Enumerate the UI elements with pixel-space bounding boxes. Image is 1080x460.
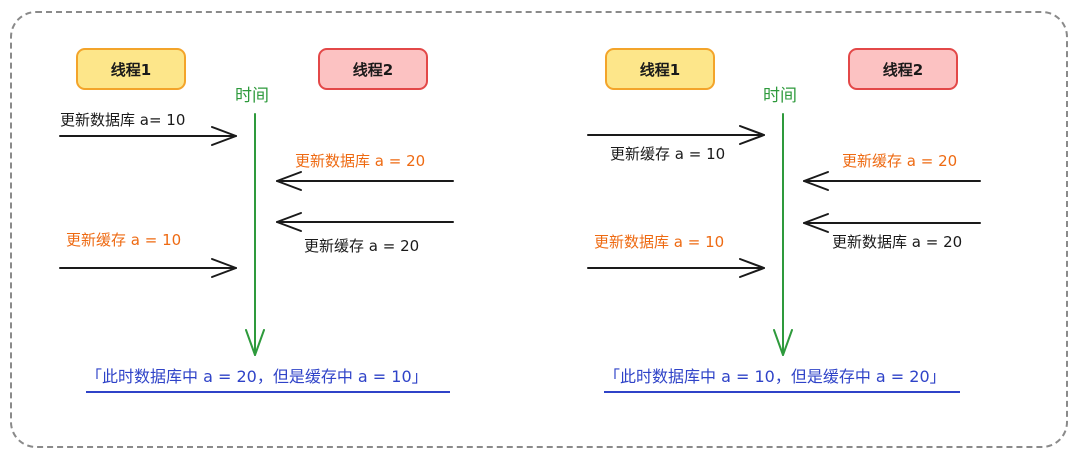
left-event-1: 更新数据库 a= 10 bbox=[60, 111, 186, 129]
right-arrow-t1-update-cache bbox=[587, 125, 765, 145]
left-result-text: 「此时数据库中 a = 20，但是缓存中 a = 10」 bbox=[86, 367, 428, 386]
diagram-frame bbox=[10, 11, 1068, 448]
right-arrow-t2-update-cache bbox=[803, 171, 981, 191]
right-timeline-arrow bbox=[773, 113, 793, 356]
left-event-4: 更新缓存 a = 10 bbox=[66, 231, 182, 249]
right-result-text: 「此时数据库中 a = 10，但是缓存中 a = 20」 bbox=[604, 367, 946, 386]
right-thread2-box: 线程2 bbox=[848, 48, 958, 90]
right-thread2-label: 线程2 bbox=[882, 60, 924, 79]
left-event-3: 更新缓存 a = 20 bbox=[304, 237, 420, 255]
left-thread2-box: 线程2 bbox=[318, 48, 428, 90]
left-result-underline bbox=[86, 391, 450, 393]
right-thread1-label: 线程1 bbox=[639, 60, 681, 79]
left-arrow-t2-update-cache bbox=[276, 212, 454, 232]
right-thread1-box: 线程1 bbox=[605, 48, 715, 90]
right-arrow-t1-update-db bbox=[587, 258, 765, 278]
left-time-label: 时间 bbox=[235, 86, 269, 106]
left-arrow-t2-update-db bbox=[276, 171, 454, 191]
right-time-label: 时间 bbox=[763, 86, 797, 106]
left-thread1-label: 线程1 bbox=[110, 60, 152, 79]
left-timeline-arrow bbox=[245, 113, 265, 356]
left-thread2-label: 线程2 bbox=[352, 60, 394, 79]
right-arrow-t2-update-db bbox=[803, 213, 981, 233]
right-event-1: 更新缓存 a = 10 bbox=[610, 145, 726, 163]
right-event-4: 更新数据库 a = 10 bbox=[594, 233, 725, 251]
left-arrow-t1-update-db bbox=[59, 126, 237, 146]
left-arrow-t1-update-cache bbox=[59, 258, 237, 278]
right-event-3: 更新数据库 a = 20 bbox=[832, 233, 963, 251]
right-event-2: 更新缓存 a = 20 bbox=[842, 152, 958, 170]
left-thread1-box: 线程1 bbox=[76, 48, 186, 90]
right-result-underline bbox=[604, 391, 960, 393]
left-event-2: 更新数据库 a = 20 bbox=[295, 152, 426, 170]
